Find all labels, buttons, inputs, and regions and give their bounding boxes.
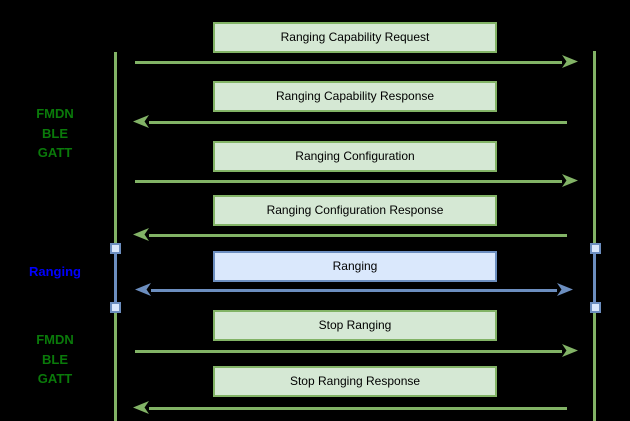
message-box-stop-ranging-response: Stop Ranging Response	[213, 366, 497, 397]
phase-label-fmdn-ble-gatt-bottom: FMDN BLE GATT	[36, 332, 74, 386]
arrowhead-left-icon	[133, 228, 149, 241]
message-box-ranging: Ranging	[213, 251, 497, 282]
phase-label-fmdn-ble-gatt-top: FMDN BLE GATT	[36, 106, 74, 160]
message-box-ranging-configuration-response: Ranging Configuration Response	[213, 195, 497, 226]
activation-start-marker-right	[590, 243, 601, 254]
arrowhead-left-icon	[133, 401, 149, 414]
arrowhead-left-icon	[135, 283, 151, 296]
message-arrow-ranging-capability-response	[149, 121, 567, 124]
lifeline-right	[593, 51, 596, 421]
arrowhead-right-icon	[562, 174, 578, 187]
message-arrow-ranging-configuration	[135, 180, 562, 183]
arrowhead-left-icon	[133, 115, 149, 128]
activation-bar-left	[114, 248, 117, 307]
message-box-ranging-capability-request: Ranging Capability Request	[213, 22, 497, 53]
message-arrow-ranging	[151, 289, 557, 292]
phase-label-ranging: Ranging	[29, 264, 81, 279]
message-box-ranging-configuration: Ranging Configuration	[213, 141, 497, 172]
message-arrow-stop-ranging-response	[149, 407, 567, 410]
lifeline-left	[114, 52, 117, 421]
message-arrow-ranging-capability-request	[135, 61, 562, 64]
message-arrow-ranging-configuration-response	[149, 234, 567, 237]
message-box-ranging-capability-response: Ranging Capability Response	[213, 81, 497, 112]
activation-start-marker-left	[110, 243, 121, 254]
message-box-stop-ranging: Stop Ranging	[213, 310, 497, 341]
message-arrow-stop-ranging	[135, 350, 562, 353]
activation-end-marker-right	[590, 302, 601, 313]
activation-end-marker-left	[110, 302, 121, 313]
arrowhead-right-icon	[562, 344, 578, 357]
activation-bar-right	[593, 248, 596, 307]
arrowhead-right-icon	[557, 283, 573, 296]
arrowhead-right-icon	[562, 55, 578, 68]
